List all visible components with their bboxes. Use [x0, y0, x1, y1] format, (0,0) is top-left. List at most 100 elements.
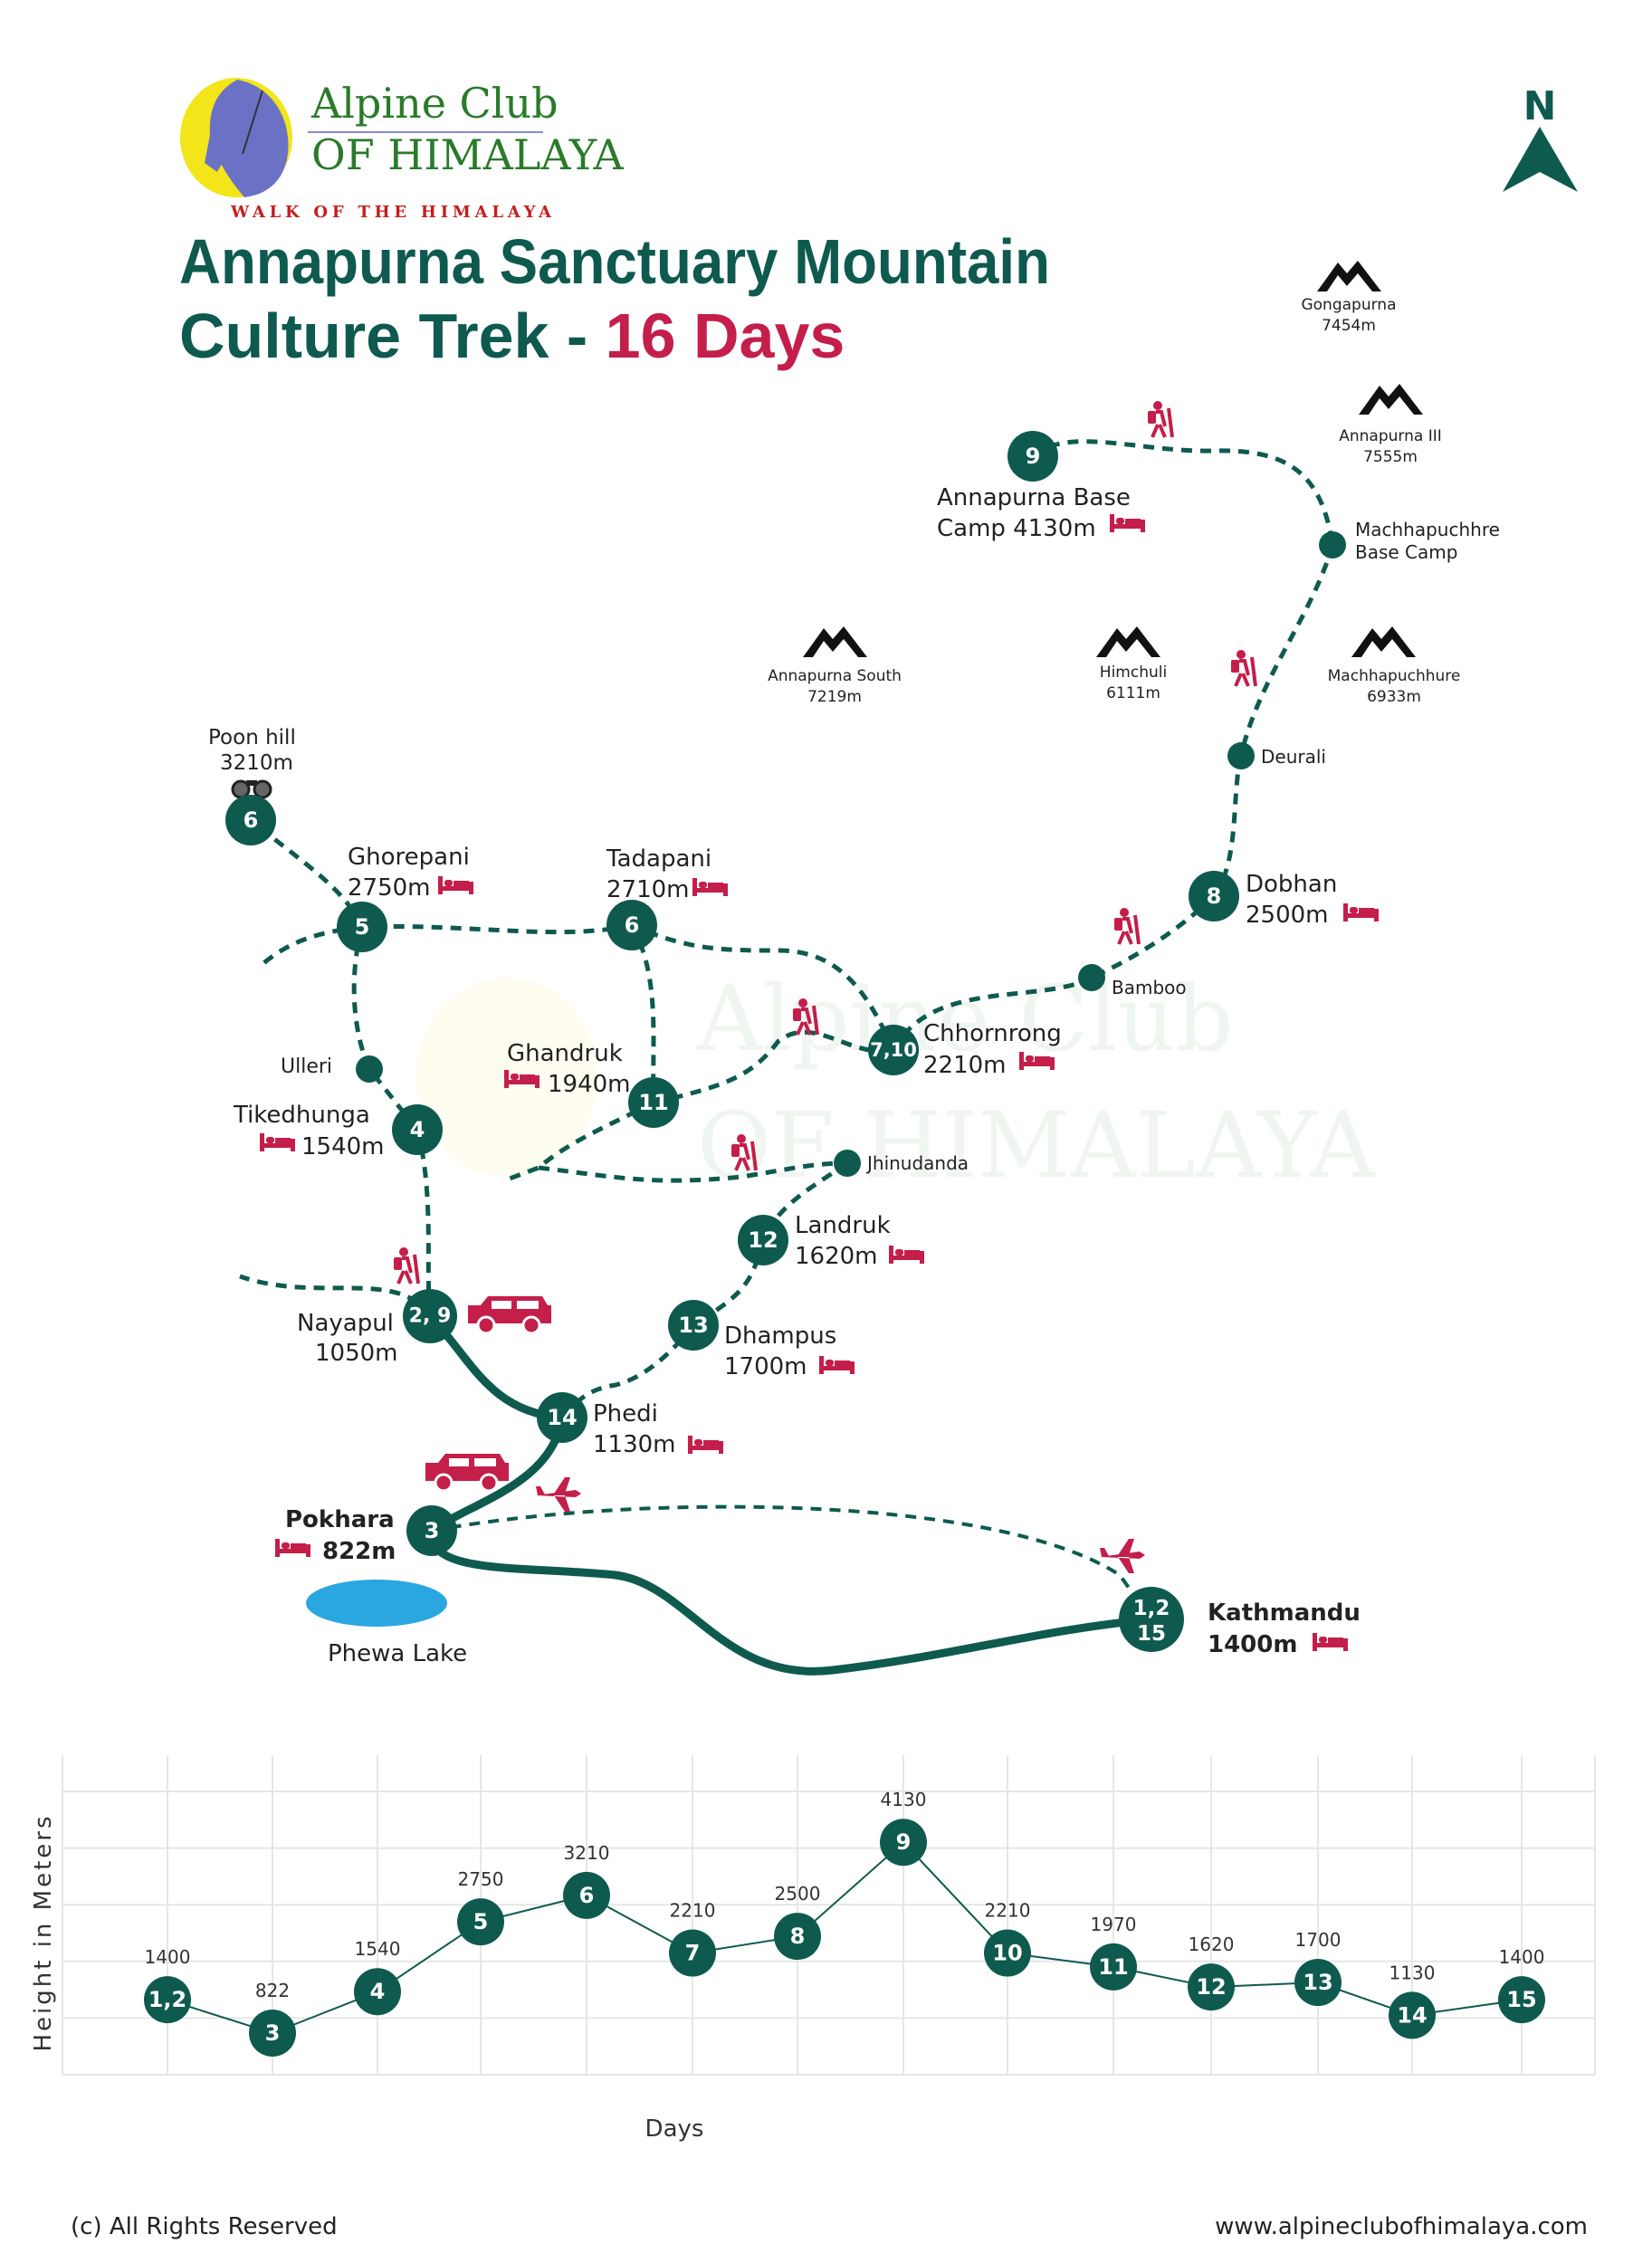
point-value-label: 2210 [985, 1900, 1031, 1922]
mountain-height: 7454m [1322, 317, 1376, 335]
stop-name: Ghorepani [348, 844, 470, 871]
stop-name: Phedi [593, 1400, 658, 1428]
svg-text:OF HIMALAYA: OF HIMALAYA [697, 1093, 1377, 1198]
stop-name: Machhapuchhre [1355, 519, 1500, 540]
point-value-label: 4130 [881, 1789, 927, 1810]
hiker-icon [1229, 648, 1257, 688]
mountain-icon [1359, 384, 1423, 415]
mountain-name: Gongapurna [1301, 296, 1396, 314]
point-day-label: 9 [896, 1829, 912, 1855]
flight-route [431, 1504, 1153, 1621]
point-day-label: 12 [1196, 1974, 1226, 2000]
point-day-label: 8 [790, 1924, 806, 1949]
hiker-icon [1146, 399, 1174, 439]
hiker-icon [392, 1246, 420, 1285]
bed-icon [688, 1436, 723, 1454]
point-value-label: 2500 [775, 1883, 821, 1905]
jeep-icon [466, 1294, 553, 1335]
point-marker [774, 1913, 821, 1961]
point-value-label: 1400 [145, 1946, 191, 1968]
stop-annapurna-base-camp[interactable]: 9 Annapurna Base Camp 4130m [937, 431, 1145, 542]
stop-jhinudanda[interactable]: Jhinudanda [834, 1150, 969, 1177]
stop-dobhan[interactable]: 8 Dobhan 2500m [1189, 871, 1379, 929]
north-label: N [1523, 83, 1557, 129]
stop-nayapul[interactable]: 2, 9 Nayapul 1050m [297, 1289, 457, 1367]
stop-name: Landruk [795, 1212, 891, 1239]
stop-altitude: 3210m [220, 751, 293, 775]
stop-poon-hill[interactable]: 6 Poon hill 3210m [208, 726, 296, 845]
mountain-name: Annapurna III [1339, 427, 1442, 445]
stop-altitude: Camp 4130m [937, 515, 1096, 542]
point-marker [1389, 1991, 1436, 2039]
stop-name: Poon hill [208, 726, 296, 750]
point-value-label: 1540 [355, 1938, 401, 1960]
point-value-label: 1700 [1295, 1929, 1342, 1951]
stop-tadapani[interactable]: 6 Tadapani 2710m [606, 845, 728, 950]
bed-icon [438, 876, 473, 894]
stop-chhomrong[interactable]: 7,10 Chhornrong 2210m [868, 1020, 1062, 1079]
mountain-icon [1351, 626, 1416, 657]
stop-kathmandu[interactable]: 1,2 15 Kathmandu 1400m [1119, 1587, 1361, 1658]
stop-altitude: 2500m [1246, 902, 1329, 929]
stop-ghorepani[interactable]: 5 Ghorepani 2750m [337, 844, 473, 952]
stop-tikedhunga[interactable]: 4 Tikedhunga 1540m [233, 1102, 443, 1160]
point-value-label: 1970 [1091, 1914, 1137, 1935]
mountain-name: Machhapuchhure [1328, 667, 1461, 685]
stop-dhampus[interactable]: 13 Dhampus 1700m [668, 1300, 855, 1380]
website-link[interactable]: www.alpineclubofhimalaya.com [1215, 2213, 1588, 2240]
stop-name: Bamboo [1112, 977, 1187, 998]
bed-icon [819, 1356, 855, 1374]
stop-bamboo[interactable]: Bamboo [1078, 964, 1187, 998]
stop-landruk[interactable]: 12 Landruk 1620m [738, 1212, 924, 1270]
day-badge: 9 [1026, 444, 1041, 469]
day-badge: 12 [748, 1227, 778, 1253]
day-badge: 15 [1137, 1622, 1166, 1646]
point-value-label: 2210 [670, 1900, 716, 1922]
mountain-gongapurna: Gongapurna 7454m [1301, 261, 1397, 335]
bed-icon [260, 1133, 295, 1151]
bed-icon [889, 1246, 924, 1264]
stop-altitude: 1700m [724, 1353, 807, 1380]
point-day-label: 11 [1098, 1954, 1128, 1980]
point-value-label: 3210 [564, 1842, 610, 1864]
point-marker [1294, 1959, 1342, 2007]
point-value-label: 1620 [1189, 1934, 1235, 1955]
stop-name: Dhampus [724, 1322, 836, 1350]
x-axis-label: Days [645, 2115, 704, 2143]
mountain-annapurna-south: Annapurna South 7219m [768, 626, 902, 706]
stop-name: Kathmandu [1208, 1599, 1361, 1627]
mountain-height: 7555m [1363, 448, 1418, 466]
stop-ghandruk[interactable]: 11 Ghandruk 1940m [504, 1040, 679, 1128]
point-value-label: 2750 [458, 1868, 504, 1890]
stop-altitude: 1620m [795, 1243, 878, 1270]
point-day-label: 1,2 [148, 1987, 187, 2012]
stop-ulleri[interactable]: Ulleri [281, 1055, 383, 1083]
point-day-label: 10 [992, 1941, 1022, 1966]
mountain-height: 6111m [1106, 684, 1160, 702]
y-axis-label: Height in Meters [30, 1813, 57, 2051]
stop-phedi[interactable]: 14 Phedi 1130m [537, 1392, 723, 1458]
bed-icon [1343, 903, 1379, 921]
stop-name: Jhinudanda [865, 1152, 969, 1174]
point-value-label: 1130 [1389, 1962, 1436, 1983]
logo-tagline: WALK OF THE HIMALAYA [230, 203, 557, 222]
stop-machhapuchhre-base-camp[interactable]: Machhapuchhre Base Camp [1319, 519, 1500, 563]
day-badge: 13 [678, 1313, 708, 1338]
stop-deurali[interactable]: Deurali [1227, 742, 1326, 769]
point-value-label: 1400 [1499, 1946, 1545, 1968]
stop-altitude: 1050m [315, 1340, 398, 1367]
day-badge: 1,2 [1133, 1597, 1170, 1620]
point-value-label: 822 [255, 1980, 290, 2001]
stop-name: Pokhara [285, 1506, 395, 1533]
stop-pokhara[interactable]: 3 Pokhara 822m [275, 1505, 457, 1565]
point-marker [144, 1976, 191, 2024]
watermark: Alpine Club OF HIMALAYA [416, 966, 1377, 1198]
stop-altitude: 1940m [548, 1071, 631, 1098]
day-badge: 2, 9 [409, 1305, 452, 1328]
data-point-day-9: 9 4130 [880, 1789, 927, 1867]
